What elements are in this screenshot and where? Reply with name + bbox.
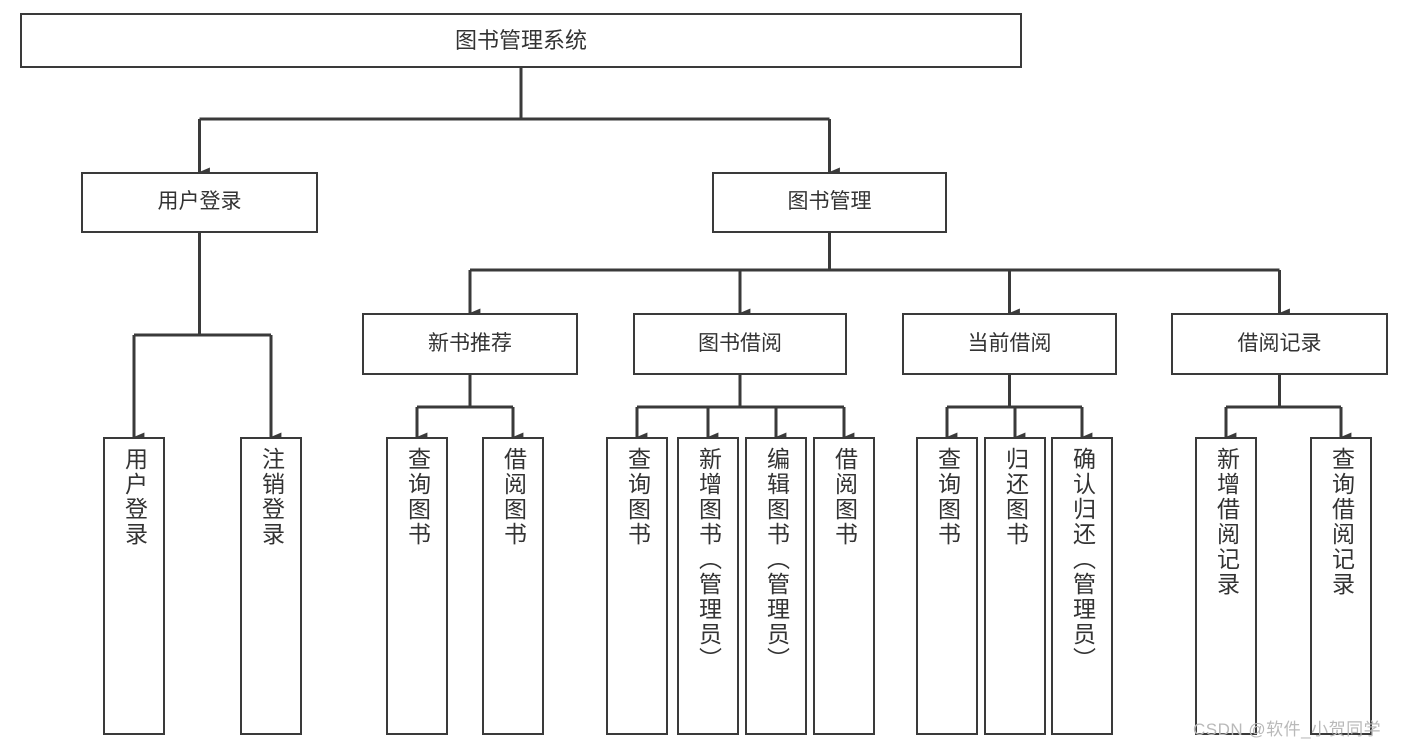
node-label: 新增借阅记录 [1213, 447, 1240, 597]
node-label: 查询图书 [934, 447, 961, 547]
node-label: 确认归还（管理员） [1069, 447, 1096, 672]
node-label: 查询借阅记录 [1328, 447, 1355, 597]
node-borrow[interactable]: 图书借阅 [633, 313, 847, 375]
node-bookmgmt[interactable]: 图书管理 [712, 172, 947, 233]
node-label: 当前借阅 [967, 331, 1052, 355]
node-label: 借阅图书 [500, 447, 527, 547]
node-label: 查询图书 [624, 447, 651, 547]
node-label: 归还图书 [1002, 447, 1029, 547]
node-label: 编辑图书（管理员） [763, 447, 790, 672]
node-label: 借阅记录 [1237, 331, 1322, 355]
node-label: 用户登录 [157, 190, 242, 214]
node-leaf-login-2[interactable]: 注销登录 [240, 437, 302, 735]
node-leaf-login-1[interactable]: 用户登录 [103, 437, 165, 735]
node-leaf-cur-1[interactable]: 查询图书 [916, 437, 978, 735]
node-label: 图书借阅 [698, 331, 782, 355]
connector-lines [132, 68, 1352, 442]
node-leaf-rec-1[interactable]: 新增借阅记录 [1195, 437, 1257, 735]
node-newbook[interactable]: 新书推荐 [362, 313, 578, 375]
node-leaf-cur-3[interactable]: 确认归还（管理员） [1051, 437, 1113, 735]
node-leaf-borrow-1[interactable]: 查询图书 [606, 437, 668, 735]
watermark: CSDN @软件_小贺同学 [1193, 720, 1382, 739]
node-label: 新增图书（管理员） [695, 447, 722, 672]
node-label: 图书管理 [787, 190, 872, 214]
node-label: 新书推荐 [428, 331, 512, 355]
node-leaf-borrow-2[interactable]: 新增图书（管理员） [677, 437, 739, 735]
node-label: 图书管理系统 [454, 27, 587, 53]
node-current[interactable]: 当前借阅 [902, 313, 1117, 375]
node-label: 查询图书 [404, 447, 431, 547]
node-records[interactable]: 借阅记录 [1171, 313, 1388, 375]
node-leaf-cur-2[interactable]: 归还图书 [984, 437, 1046, 735]
node-leaf-new-2[interactable]: 借阅图书 [482, 437, 544, 735]
node-label: 用户登录 [121, 447, 148, 547]
node-label: 注销登录 [258, 447, 285, 547]
node-login[interactable]: 用户登录 [81, 172, 318, 233]
node-root[interactable]: 图书管理系统 [20, 13, 1022, 68]
node-leaf-rec-2[interactable]: 查询借阅记录 [1310, 437, 1372, 735]
node-leaf-new-1[interactable]: 查询图书 [386, 437, 448, 735]
node-label: 借阅图书 [831, 447, 858, 547]
node-leaf-borrow-4[interactable]: 借阅图书 [813, 437, 875, 735]
node-leaf-borrow-3[interactable]: 编辑图书（管理员） [745, 437, 807, 735]
